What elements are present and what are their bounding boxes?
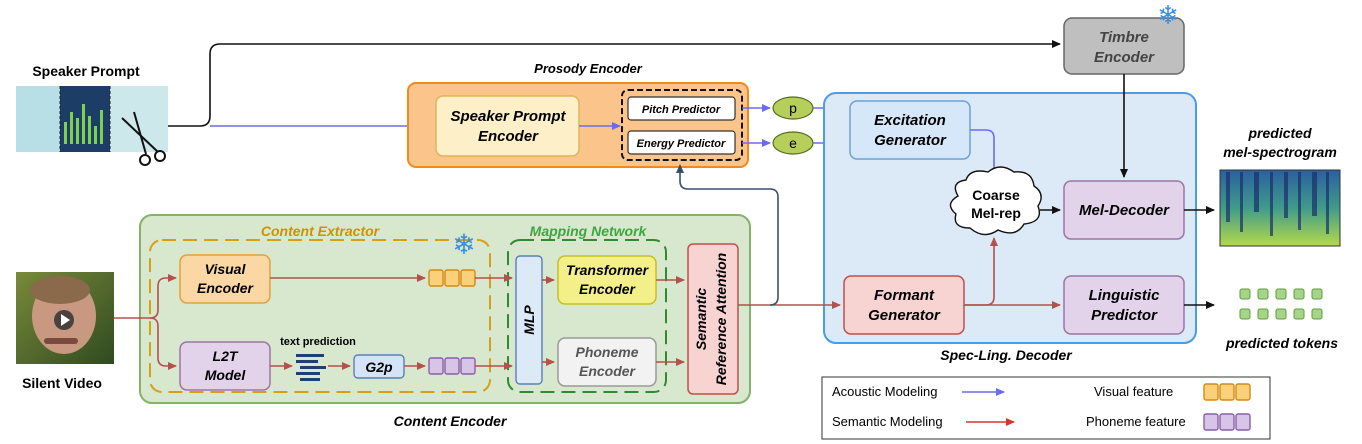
- mlp-box: [515, 255, 543, 385]
- scissors-icon: [121, 111, 166, 166]
- transformer-line1: Transformer: [566, 262, 650, 278]
- text-document-icon: [296, 354, 326, 381]
- legend-visual-feature-swatch: [1203, 383, 1251, 401]
- l2t-line2: Model: [205, 367, 247, 383]
- phoneme-line2: Encoder: [579, 363, 637, 379]
- linguistic-line2: Predictor: [1091, 307, 1158, 324]
- spe-line1: Speaker Prompt: [450, 108, 566, 125]
- legend-phoneme-label: Phoneme feature: [1086, 414, 1186, 429]
- formant-line2: Generator: [868, 307, 941, 324]
- content-extractor-title-bg: [248, 223, 398, 239]
- speaker-prompt-spectrogram: [16, 86, 168, 152]
- snowflake-icon: ❄: [1157, 1, 1179, 30]
- text-prediction-label: text prediction: [280, 336, 356, 348]
- legend-acoustic-label: Acoustic Modeling: [832, 384, 938, 399]
- energy-predictor-box: [627, 130, 736, 155]
- formant-generator-box: [843, 275, 965, 335]
- semantic-reference-attention-box: [687, 243, 739, 395]
- visual-line1: Visual: [205, 261, 247, 277]
- visual-encoder-box: [179, 254, 271, 304]
- content-extractor-title: Content Extractor: [261, 223, 381, 239]
- timbre-encoder-line1: Timbre: [1099, 29, 1149, 46]
- energy-predictor-label: Energy Predictor: [637, 138, 726, 150]
- coarse-line1: Coarse: [972, 187, 1020, 203]
- e-label: e: [789, 135, 797, 151]
- legend-semantic-label: Semantic Modeling: [832, 414, 943, 429]
- legend-visual-label: Visual feature: [1094, 384, 1173, 399]
- pitch-predictor-label: Pitch Predictor: [642, 104, 721, 116]
- timbre-encoder-line2: Encoder: [1094, 49, 1155, 66]
- excitation-line2: Generator: [874, 132, 947, 149]
- coarse-mel-rep-cloud: [949, 166, 1042, 236]
- visual-line2: Encoder: [197, 280, 255, 296]
- silent-video-label: Silent Video: [22, 375, 102, 391]
- prompt-to-timbre-arrow: [168, 40, 1061, 127]
- legend-phoneme-feature-swatch: [1203, 413, 1251, 431]
- g2p-label: G2p: [365, 359, 393, 375]
- linguistic-predictor-box: [1063, 275, 1185, 335]
- visual-feature-tokens: [428, 269, 476, 287]
- mapping-network-title: Mapping Network: [530, 223, 648, 239]
- excitation-to-coarse-arrow: [970, 129, 998, 179]
- linguistic-line1: Linguistic: [1089, 287, 1160, 304]
- video-to-l2t-arrow: [149, 317, 177, 370]
- prosody-encoder-title: Prosody Encoder: [534, 61, 643, 76]
- mel-decoder-label: Mel-Decoder: [1079, 202, 1170, 219]
- coarse-line2: Mel-rep: [971, 205, 1021, 221]
- predicted-tokens-icon: [1239, 288, 1323, 320]
- snowflake-icon: ❄: [452, 230, 475, 261]
- sra-to-predictors-arrow: [676, 164, 779, 306]
- content-extractor-group: [149, 239, 491, 393]
- excitation-line1: Excitation: [874, 112, 946, 129]
- mapping-network-group: [507, 239, 667, 393]
- play-icon: [54, 310, 74, 330]
- pitch-predictor-box: [627, 96, 736, 121]
- predicted-mel-line1: predicted: [1247, 125, 1311, 141]
- sra-line1: Semantic: [693, 288, 709, 350]
- phoneme-feature-tokens: [428, 357, 476, 375]
- sra-line2: Reference Attention: [713, 253, 729, 386]
- legend-box: [821, 376, 1271, 440]
- spec-ling-decoder-title: Spec-Ling. Decoder: [940, 347, 1073, 363]
- speaker-prompt-encoder-box: [435, 95, 580, 157]
- mapping-network-title-bg: [520, 223, 654, 239]
- speaker-prompt-label: Speaker Prompt: [32, 63, 140, 79]
- phoneme-line1: Phoneme: [575, 344, 638, 360]
- content-encoder-title: Content Encoder: [394, 413, 508, 429]
- excitation-generator-box: [849, 100, 971, 160]
- formant-line1: Formant: [874, 287, 935, 304]
- l2t-line1: L2T: [213, 348, 239, 364]
- mlp-label: MLP: [521, 305, 537, 335]
- p-label: p: [789, 100, 797, 116]
- video-to-visual-arrow: [114, 274, 177, 319]
- predicted-mel-spectrogram-image: [1219, 169, 1341, 247]
- predictors-group: [621, 89, 743, 161]
- predicted-tokens-label: predicted tokens: [1225, 335, 1338, 351]
- transformer-line2: Encoder: [579, 281, 637, 297]
- spe-line2: Encoder: [478, 128, 539, 145]
- predicted-mel-line2: mel-spectrogram: [1223, 144, 1337, 160]
